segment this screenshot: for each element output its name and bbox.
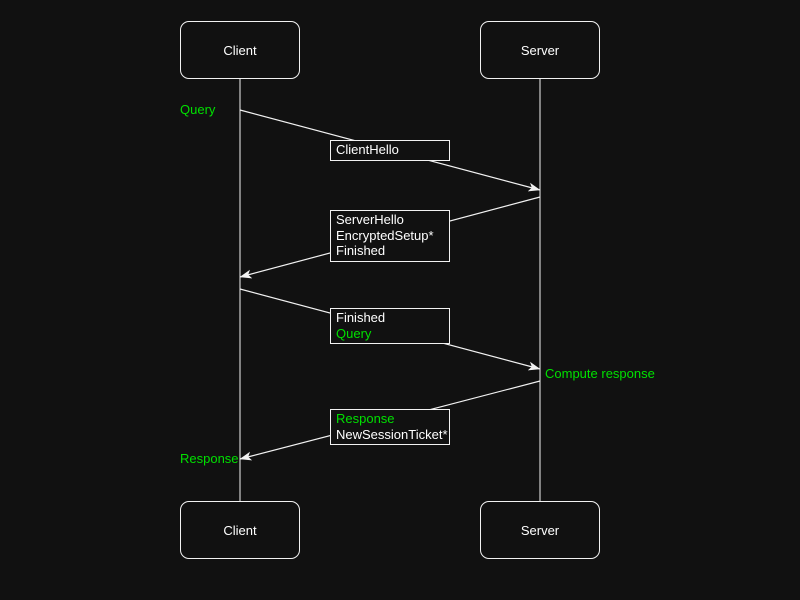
actor-server-bottom-label: Server [520, 522, 560, 538]
message-box-finished-query: Finished Query [330, 308, 450, 344]
actor-server-top-label: Server [520, 42, 560, 58]
actor-server-bottom: Server [480, 501, 600, 559]
actor-client-top: Client [180, 21, 300, 79]
message-line: Query [336, 325, 372, 341]
message-line: NewSessionTicket* [336, 426, 448, 442]
message-box-response-ticket: Response NewSessionTicket* [330, 409, 450, 445]
message-line: ClientHello [336, 142, 399, 157]
message-box-serverhello: ServerHello EncryptedSetup* Finished [330, 210, 450, 262]
actor-client-bottom: Client [180, 501, 300, 559]
message-box-clienthello: ClientHello [330, 140, 450, 161]
message-line: ServerHello [336, 212, 404, 227]
actor-client-top-label: Client [223, 42, 257, 58]
message-line: Response [336, 411, 395, 426]
annotation-compute-response: Compute response [545, 366, 655, 381]
annotation-query: Query [180, 102, 216, 117]
annotation-response: Response [180, 451, 239, 466]
message-line: EncryptedSetup* [336, 227, 434, 243]
message-line: Finished [336, 243, 386, 258]
message-line: Finished [336, 310, 386, 325]
actor-client-bottom-label: Client [223, 522, 257, 538]
actor-server-top: Server [480, 21, 600, 79]
